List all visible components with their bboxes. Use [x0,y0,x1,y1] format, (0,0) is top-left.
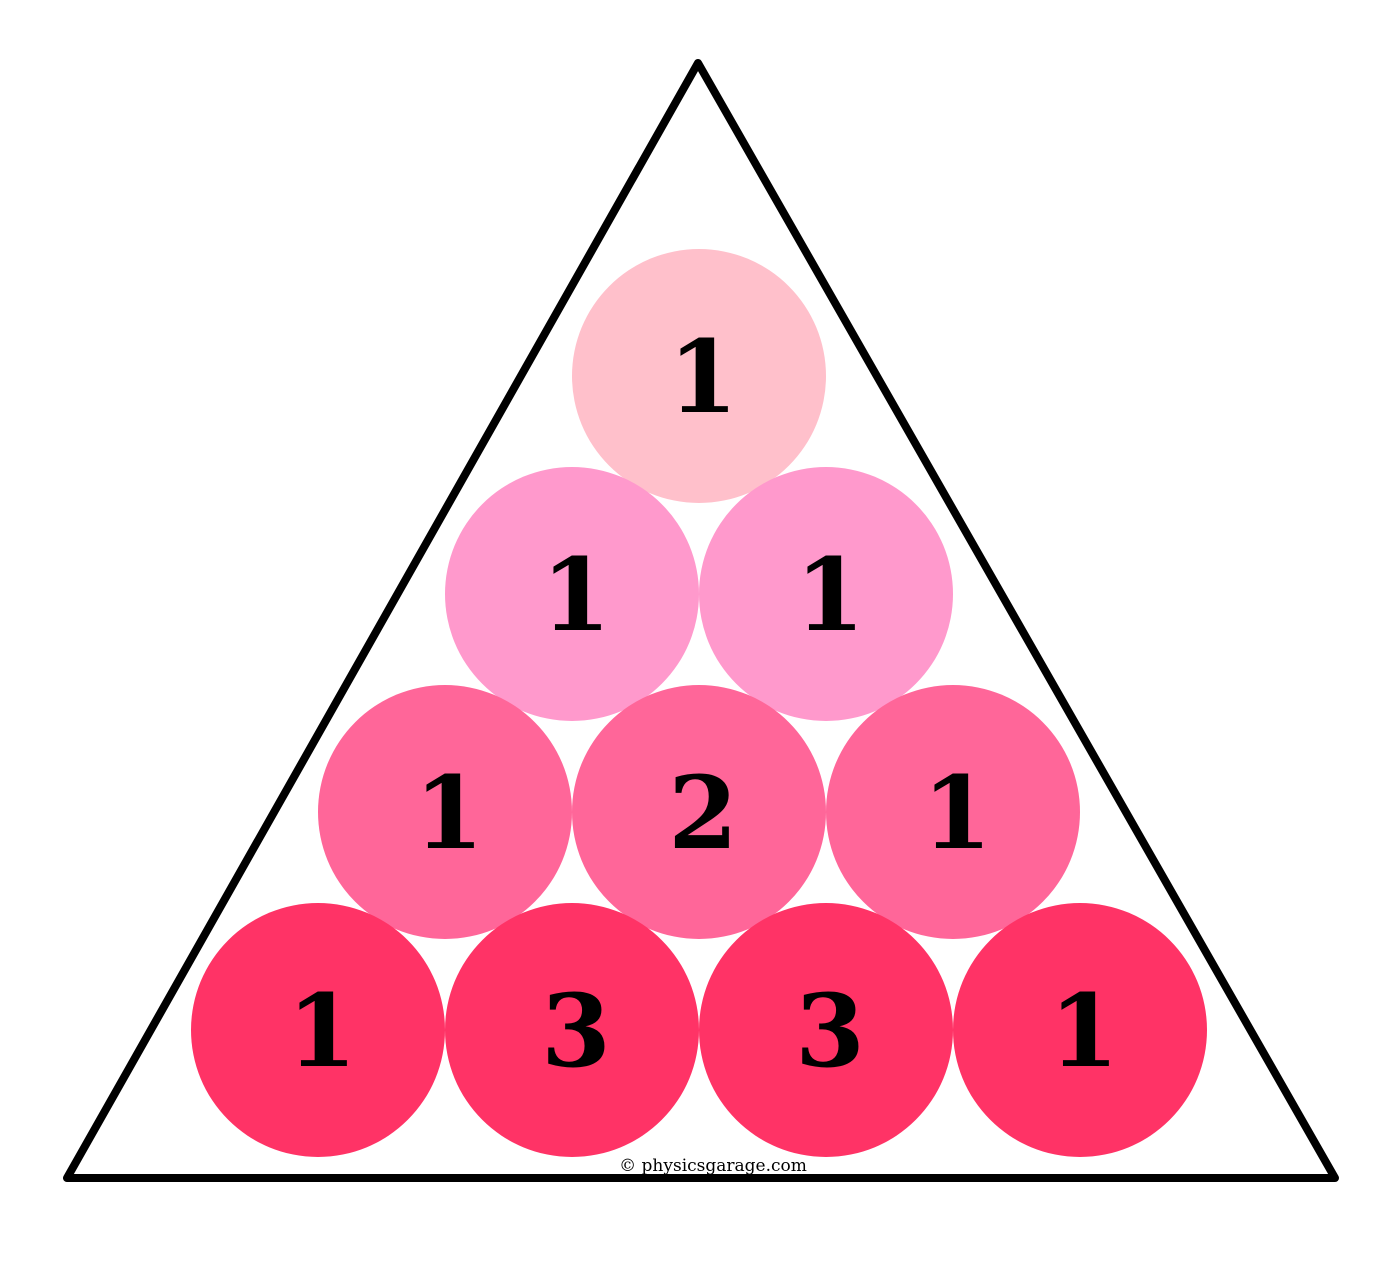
ball-number: 2 [668,754,738,872]
ball-number: 1 [541,536,611,654]
ball-number: 1 [795,536,865,654]
ball [699,467,953,721]
ball [191,903,445,1157]
ball [572,685,826,939]
ball [318,685,572,939]
ball [953,903,1207,1157]
ball [826,685,1080,939]
ball-number: 1 [1049,972,1119,1090]
ball [445,903,699,1157]
ball-number: 1 [414,754,484,872]
ball-number: 1 [287,972,357,1090]
ball-number: 1 [668,318,738,436]
ball [699,903,953,1157]
ball [445,467,699,721]
triangle-outline [63,59,1339,1182]
ball-number: 1 [922,754,992,872]
ball-number: 3 [795,972,865,1090]
watermark: © physicsgarage.com [619,1156,807,1176]
ball [572,249,826,503]
ball-number: 3 [541,972,611,1090]
